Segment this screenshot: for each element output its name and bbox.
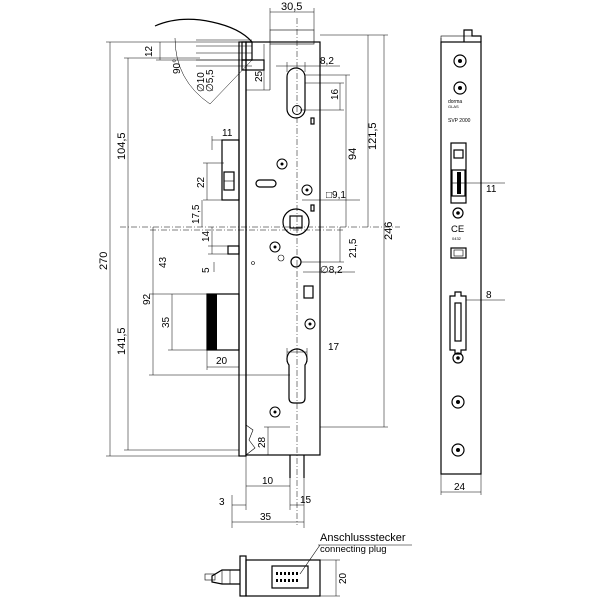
case-top-tab [269,29,315,45]
cylinder-cutout [286,348,308,404]
dim-270: 270 [98,252,110,270]
plug-latch [211,569,240,585]
dim-dia-5-5: ∅5,5 [205,69,216,92]
dim-17-5: 17,5 [191,204,202,224]
dim-25: 25 [254,70,265,82]
top-slot [286,67,306,119]
dim-28: 28 [257,436,268,448]
dim-24: 24 [454,482,466,493]
small-block [303,285,314,299]
dim-14: 14 [201,230,212,242]
front-latch-cutout [450,142,467,204]
dim-dia-10: ∅10 [196,72,207,92]
dim-17: 17 [328,342,340,353]
dim-15: 15 [300,495,312,506]
small-bolt [227,245,240,255]
dim-246: 246 [383,222,395,240]
plug-pins [276,572,298,582]
centre-lines [120,18,400,525]
front-bolt-cutout [449,291,467,355]
dim-10: 10 [262,476,274,487]
follower-square [289,215,303,229]
dim-3: 3 [219,497,225,508]
dim-92: 92 [142,293,153,305]
plug-title: Anschlussstecker [320,532,406,544]
plug-connector [271,565,309,589]
front-small-block [450,247,467,259]
dim-12: 12 [144,45,155,57]
dimension-lines [106,8,388,528]
ce-mark: CE [451,224,464,235]
faceplate-front-view: dorma GLAS SVP 2000 CE 0432 11 8 24 [440,29,505,495]
plug-body [245,559,321,597]
dim-43: 43 [158,256,169,268]
dim-16: 16 [330,88,341,100]
dim-35-vertical: 35 [161,316,172,328]
ce-number: 0432 [452,236,462,241]
dimension-labels: 30,5 12 90° ∅10 ∅5,5 25 8,2 16 11 104,5 … [98,1,395,523]
upper-latch-zone [221,139,240,201]
dim-5: 5 [201,267,212,273]
lock-body [238,29,321,478]
dim-8-2-top: 8,2 [320,56,334,67]
side-forend [238,41,247,457]
dim-22: 22 [196,176,207,188]
dim-20-plug: 20 [338,572,349,584]
dim-angle-90: 90° [172,59,183,74]
plug-forend [239,555,247,597]
dim-141-5: 141,5 [116,327,128,355]
dim-35-horizontal: 35 [260,512,272,523]
faceplate-brand-line2: GLAS [448,104,459,109]
follower-boss [282,208,310,236]
lower-hole [290,256,302,268]
connecting-plug: Anschlussstecker connecting plug [204,532,412,597]
front-bolt [454,302,462,342]
lock-case [245,41,321,456]
dim-8-front: 8 [486,290,492,301]
dim-20-horizontal: 20 [216,356,228,367]
dim-121-5: 121,5 [367,122,379,150]
faceplate-brand-line1: dorma [448,99,462,105]
dim-dia-8-2: ∅8,2 [320,265,343,276]
dim-94: 94 [347,148,359,160]
dim-30-5: 30,5 [281,1,302,13]
plug-subtitle: connecting plug [320,544,387,555]
dim-11-front: 11 [486,184,497,195]
dim-11-top: 11 [222,128,233,139]
dim-21-5: 21,5 [348,238,359,258]
dim-square-9-1: □9,1 [326,190,346,201]
dim-104-5: 104,5 [116,132,128,160]
faceplate-model: SVP 2000 [448,118,471,124]
